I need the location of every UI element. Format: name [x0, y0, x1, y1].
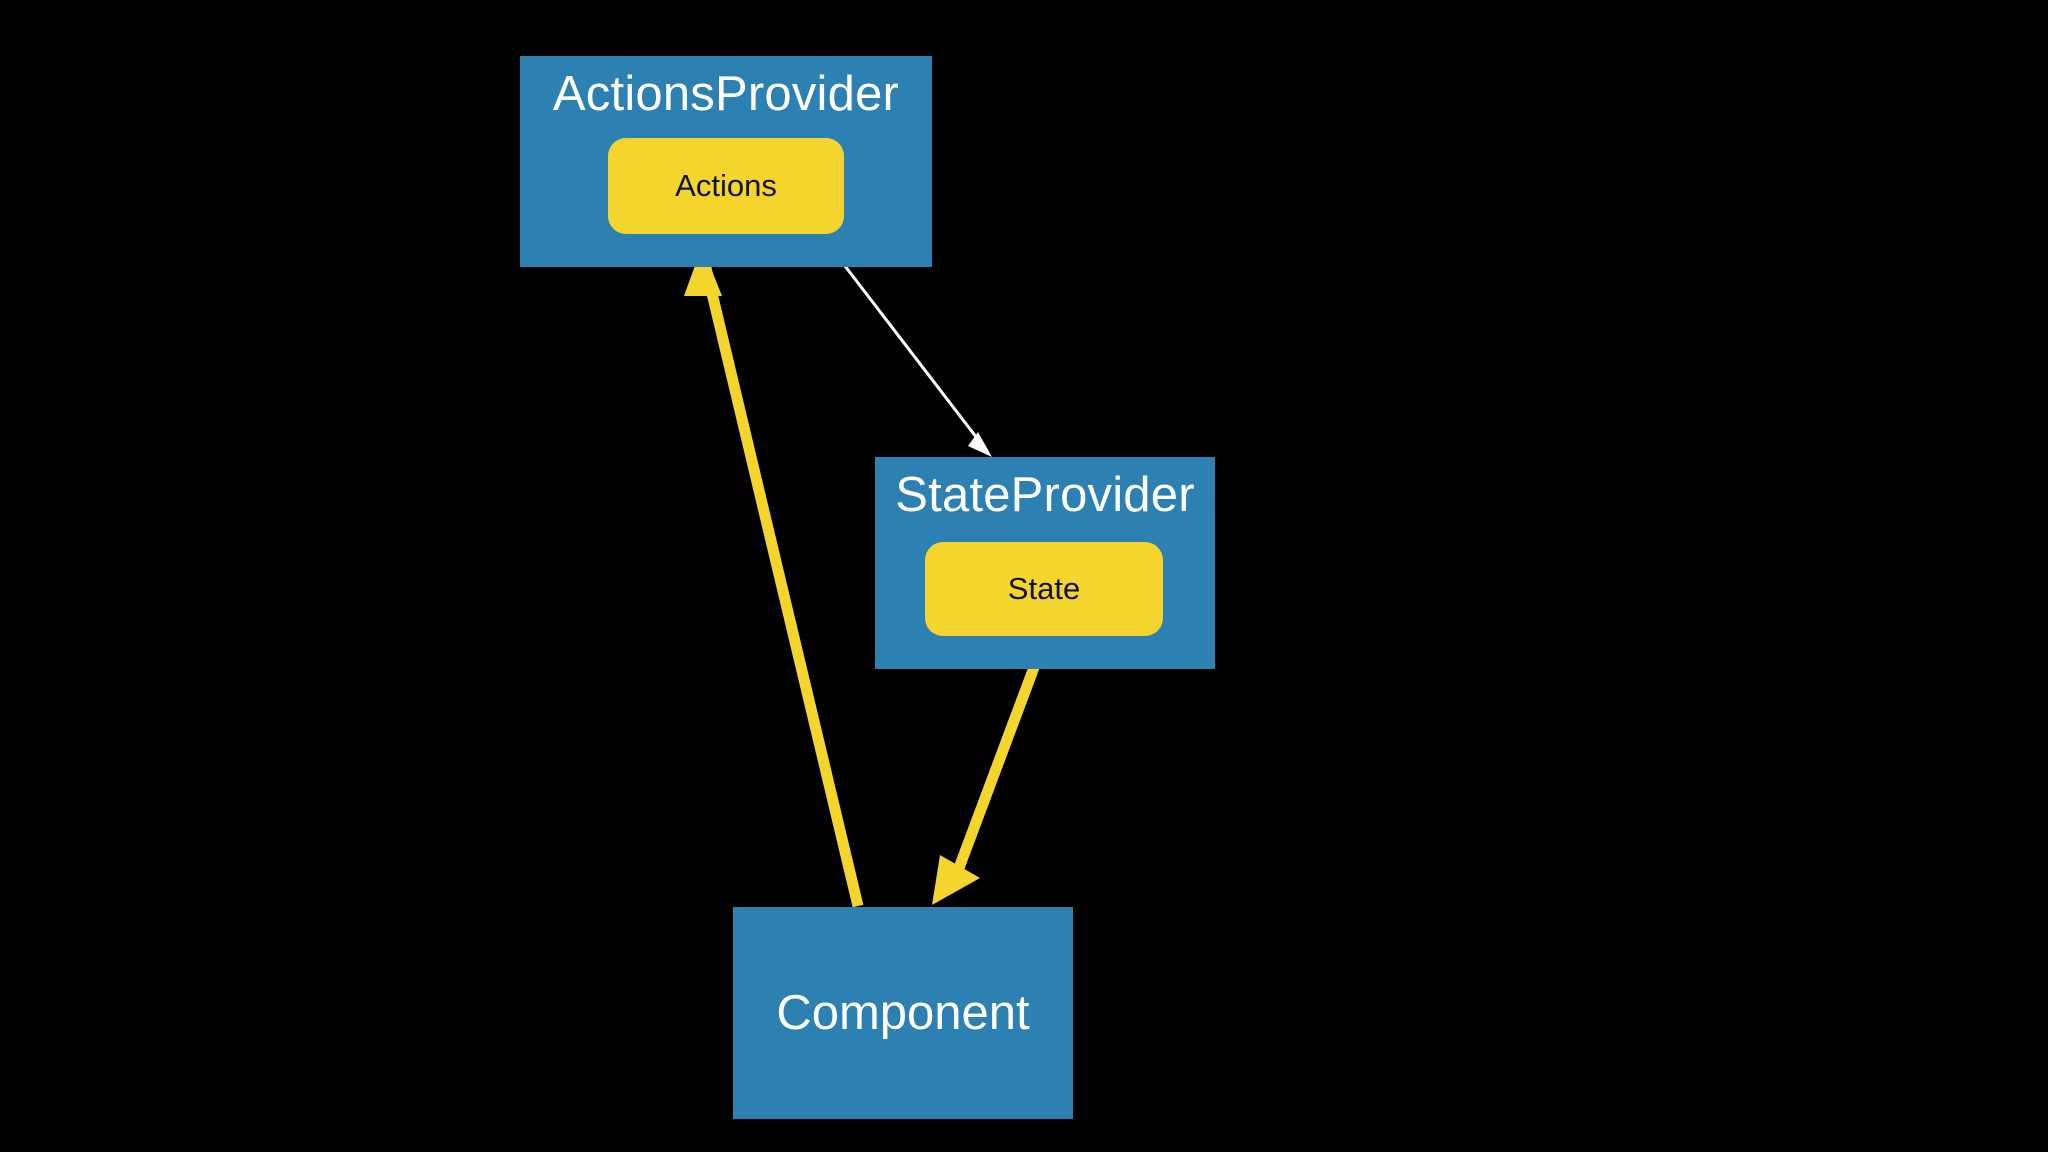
component-label: Component [776, 986, 1030, 1040]
state-chip-label: State [1007, 571, 1081, 606]
actions-chip-label: Actions [675, 168, 777, 203]
actions-chip[interactable]: Actions [608, 138, 844, 234]
actions-provider-title: ActionsProvider [552, 67, 900, 121]
state-provider-node[interactable]: StateProvider State [875, 457, 1215, 669]
edge-state-to-component [932, 644, 1048, 905]
component-node[interactable]: Component [733, 907, 1073, 1119]
edge-component-to-actions [684, 246, 864, 908]
state-provider-title: StateProvider [895, 468, 1195, 522]
actions-provider-node[interactable]: ActionsProvider Actions [520, 56, 932, 267]
state-chip[interactable]: State [925, 542, 1163, 636]
edge-actionsprovider-to-stateprovider [843, 265, 992, 457]
